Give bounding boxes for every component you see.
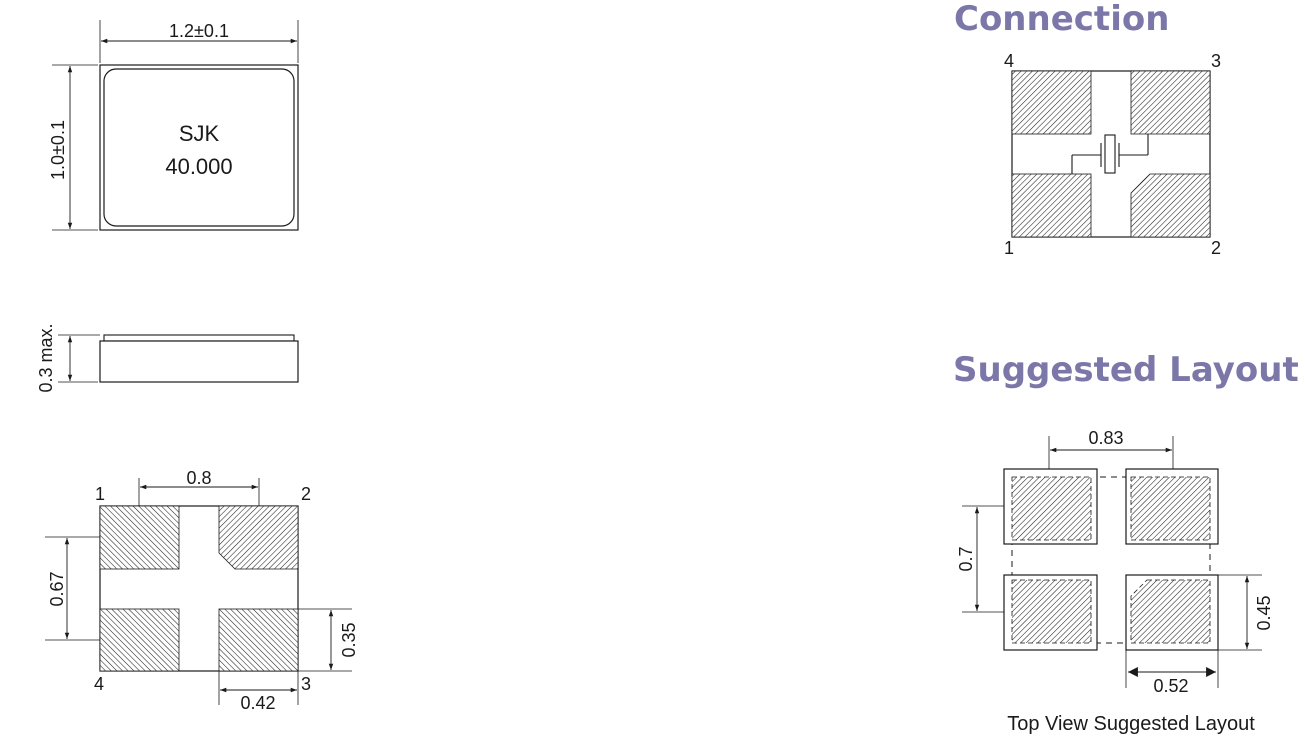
layout-pad-3 — [1130, 476, 1211, 541]
layout-left-dimension-label: 0.7 — [956, 546, 976, 571]
layout-dashed-outline — [1011, 476, 1211, 644]
height-dimension-label: 1.0±0.1 — [48, 120, 68, 180]
side-height-dimension-label: 0.3 max. — [36, 323, 56, 392]
marking-line-2: 40.000 — [165, 154, 232, 179]
side-body — [99, 340, 299, 383]
suggested-layout-section: Suggested Layout 0.83 0.7 0.45 0.52 — [953, 350, 1299, 735]
layout-caption: Top View Suggested Layout — [1007, 713, 1255, 735]
pad-4 — [99, 608, 180, 672]
pad-width-label: 0.42 — [240, 693, 275, 713]
marking-line-1: SJK — [179, 121, 220, 146]
connection-pin-1: 1 — [1004, 238, 1014, 258]
connection-pad-4 — [1011, 70, 1092, 135]
connection-pin-4: 4 — [1004, 51, 1014, 71]
bottom-pin-2: 2 — [301, 484, 311, 504]
connection-pad-1 — [1011, 173, 1092, 238]
bottom-pin-4: 4 — [94, 674, 104, 694]
layout-pad-1 — [1011, 579, 1092, 644]
layout-top-dimension-label: 0.83 — [1088, 428, 1123, 448]
pad-2 — [218, 505, 299, 570]
pad-height-label: 0.35 — [339, 622, 359, 657]
layout-bottom-dimension-label: 0.52 — [1153, 676, 1188, 696]
connection-pin-2: 2 — [1211, 238, 1221, 258]
pad-spacing-x-label: 0.8 — [186, 468, 211, 488]
connection-pin-3: 3 — [1211, 51, 1221, 71]
layout-pad-4 — [1011, 476, 1092, 541]
layout-right-dimension-label: 0.45 — [1254, 595, 1274, 630]
bottom-view: 1 2 4 3 0.8 0.67 0.35 0.42 — [45, 468, 359, 713]
bottom-pin-3: 3 — [301, 674, 311, 694]
layout-title: Suggested Layout — [953, 350, 1299, 390]
side-view: 0.3 max. — [36, 323, 299, 393]
connection-title: Connection — [954, 0, 1169, 39]
bottom-pin-1: 1 — [95, 484, 105, 504]
layout-pad-2 — [1130, 579, 1211, 644]
pad-spacing-y-label: 0.67 — [47, 571, 67, 606]
side-lid — [103, 334, 295, 342]
pad-3 — [218, 608, 299, 672]
width-dimension-label: 1.2±0.1 — [169, 21, 229, 41]
crystal-symbol — [1071, 134, 1149, 174]
connection-pad-2 — [1130, 173, 1211, 238]
package-lid — [103, 68, 295, 227]
connection-pad-3 — [1130, 70, 1211, 135]
connection-section: Connection 4 3 1 2 — [954, 0, 1221, 258]
top-view: 1.2±0.1 1.0±0.1 SJK 40.000 — [48, 20, 299, 231]
pad-1 — [99, 505, 180, 570]
